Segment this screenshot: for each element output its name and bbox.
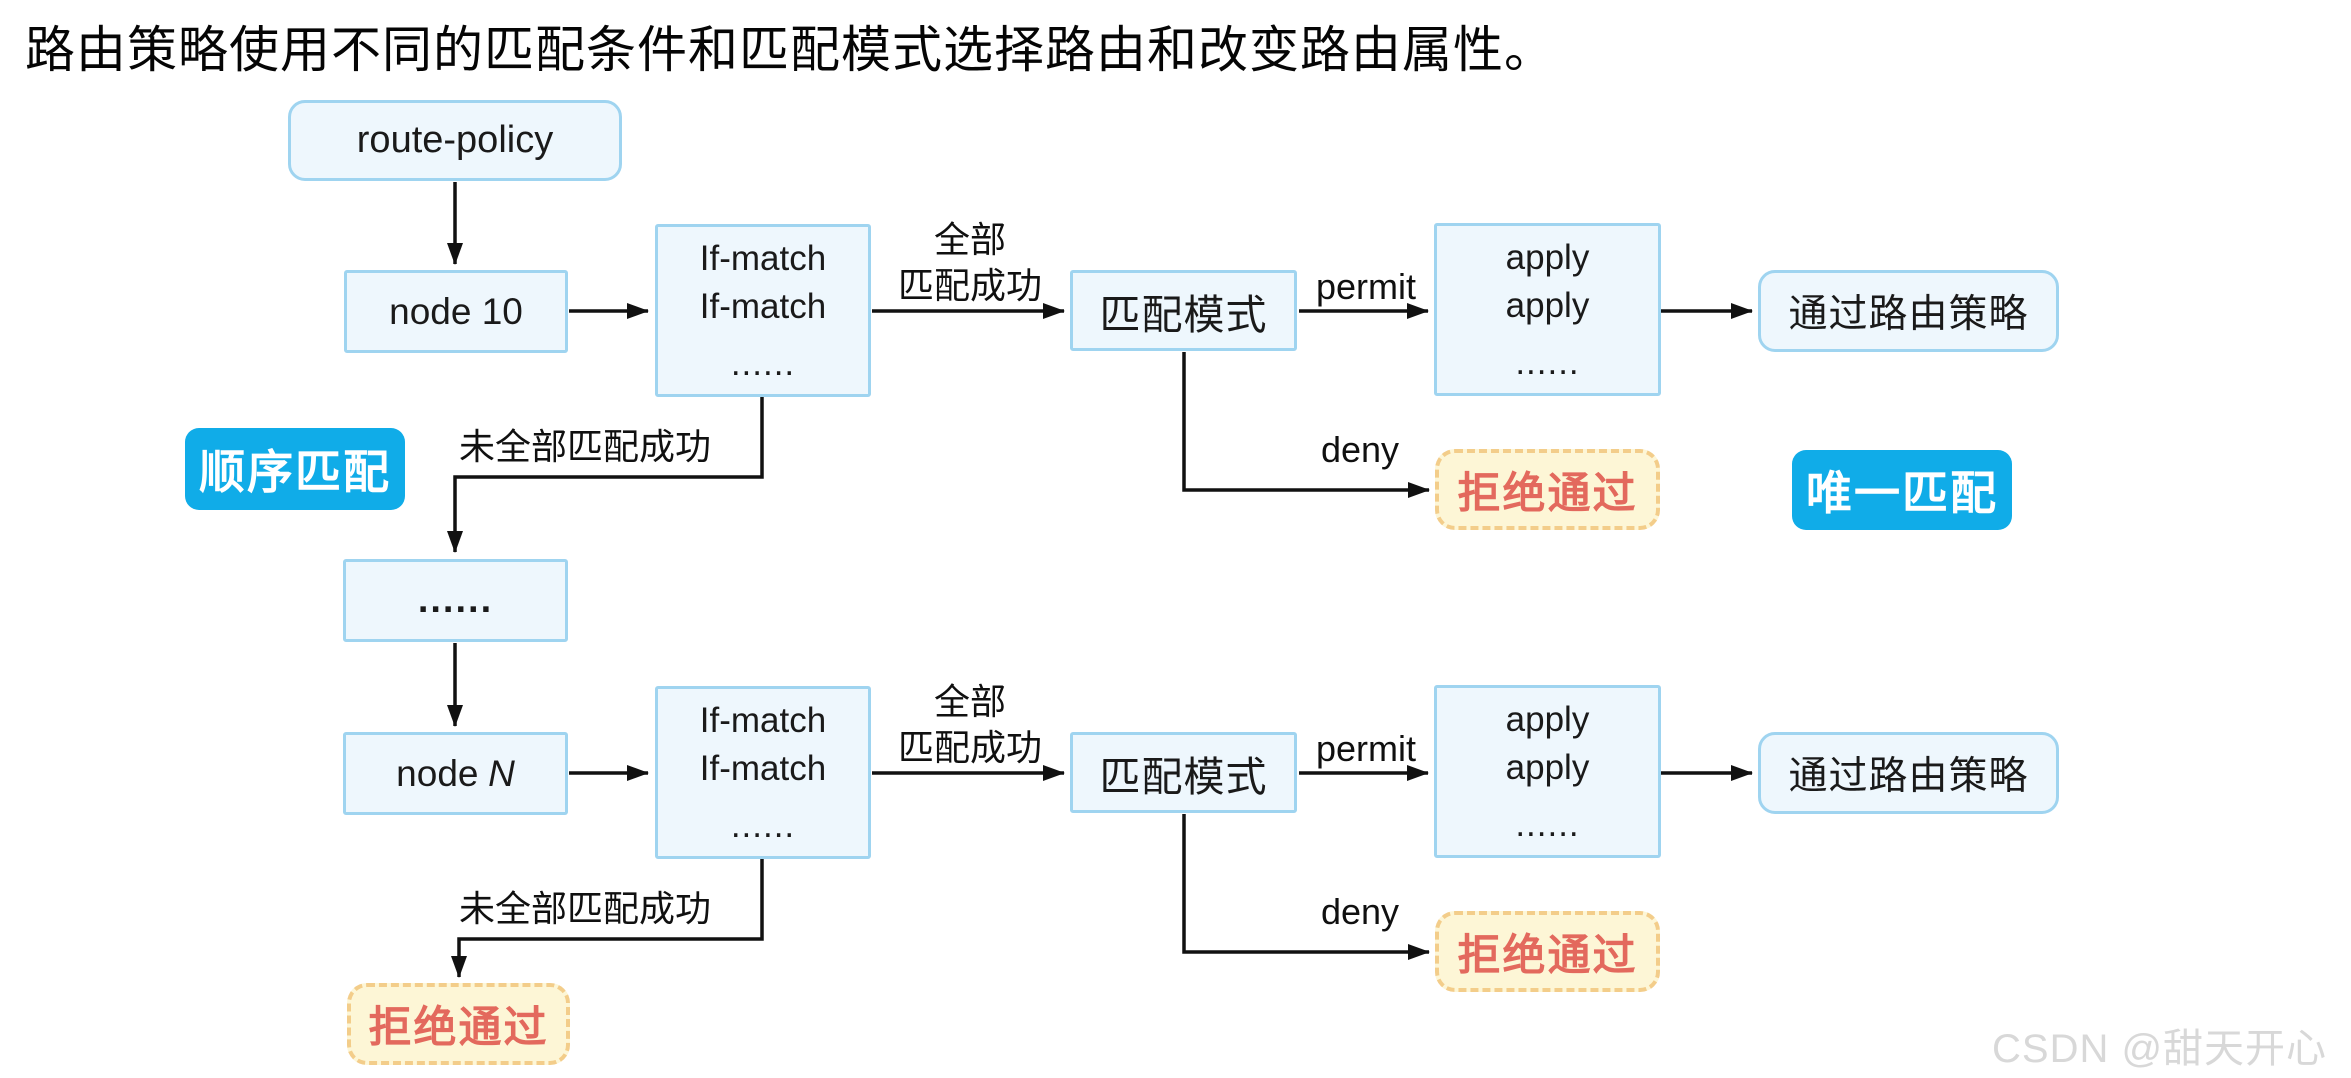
if-match-line-2: If-match (699, 749, 827, 788)
node-n-prefix: node (396, 752, 479, 794)
all-matched-2-line2: 匹配成功 (897, 727, 1042, 768)
page-title: 路由策略使用不同的匹配条件和匹配模式选择路由和改变路由属性。 (25, 22, 1555, 78)
apply-ellipsis: ...... (1515, 805, 1580, 844)
apply-line-2: apply (1505, 286, 1590, 325)
unique-match-badge: 唯一匹配 (1792, 450, 2012, 530)
all-matched-2-line1: 全部 (933, 681, 1006, 722)
reject-box-bottom: 拒绝通过 (347, 983, 570, 1065)
deny-label-1: deny (1320, 429, 1400, 470)
if-match-box-2: If-match If-match ...... (655, 686, 871, 859)
csdn-watermark: CSDN @甜天开心 (1992, 1027, 2328, 1071)
if-match-box-1: If-match If-match ...... (655, 224, 871, 397)
all-matched-label-2: 全部 匹配成功 (845, 679, 1095, 771)
if-match-line-1: If-match (699, 239, 827, 278)
all-matched-1-line1: 全部 (933, 219, 1006, 260)
if-match-ellipsis: ...... (730, 806, 796, 845)
sequential-match-badge: 顺序匹配 (185, 428, 405, 510)
not-all-matched-label-1: 未全部匹配成功 (458, 426, 711, 467)
match-mode-box-1: 匹配模式 (1070, 270, 1297, 351)
all-matched-1-line2: 匹配成功 (897, 265, 1042, 306)
edge-ifmatch1-notallmatched (447, 397, 764, 553)
match-mode-box-2: 匹配模式 (1070, 732, 1297, 813)
pass-policy-box-2: 通过路由策略 (1758, 732, 2059, 814)
apply-line-2: apply (1505, 748, 1590, 787)
apply-box-1: apply apply ...... (1434, 223, 1661, 396)
node-n-box: node N (343, 732, 568, 815)
node-10-box: node 10 (344, 270, 568, 353)
all-matched-label-1: 全部 匹配成功 (845, 217, 1095, 309)
apply-line-1: apply (1505, 700, 1590, 739)
reject-box-2: 拒绝通过 (1435, 911, 1660, 992)
reject-box-1: 拒绝通过 (1435, 449, 1660, 530)
deny-label-2: deny (1320, 891, 1400, 932)
if-match-line-1: If-match (699, 701, 827, 740)
route-policy-box: route-policy (288, 100, 622, 181)
pass-policy-box-1: 通过路由策略 (1758, 270, 2059, 352)
permit-label-2: permit (1315, 728, 1417, 769)
permit-label-1: permit (1315, 266, 1417, 307)
not-all-matched-label-2: 未全部匹配成功 (458, 888, 711, 929)
if-match-line-2: If-match (699, 287, 827, 326)
ellipsis-node-box: ...... (343, 559, 568, 642)
apply-line-1: apply (1505, 238, 1590, 277)
node-n-variable: N (488, 752, 515, 794)
if-match-ellipsis: ...... (730, 344, 796, 383)
apply-ellipsis: ...... (1515, 343, 1580, 382)
apply-box-2: apply apply ...... (1434, 685, 1661, 858)
